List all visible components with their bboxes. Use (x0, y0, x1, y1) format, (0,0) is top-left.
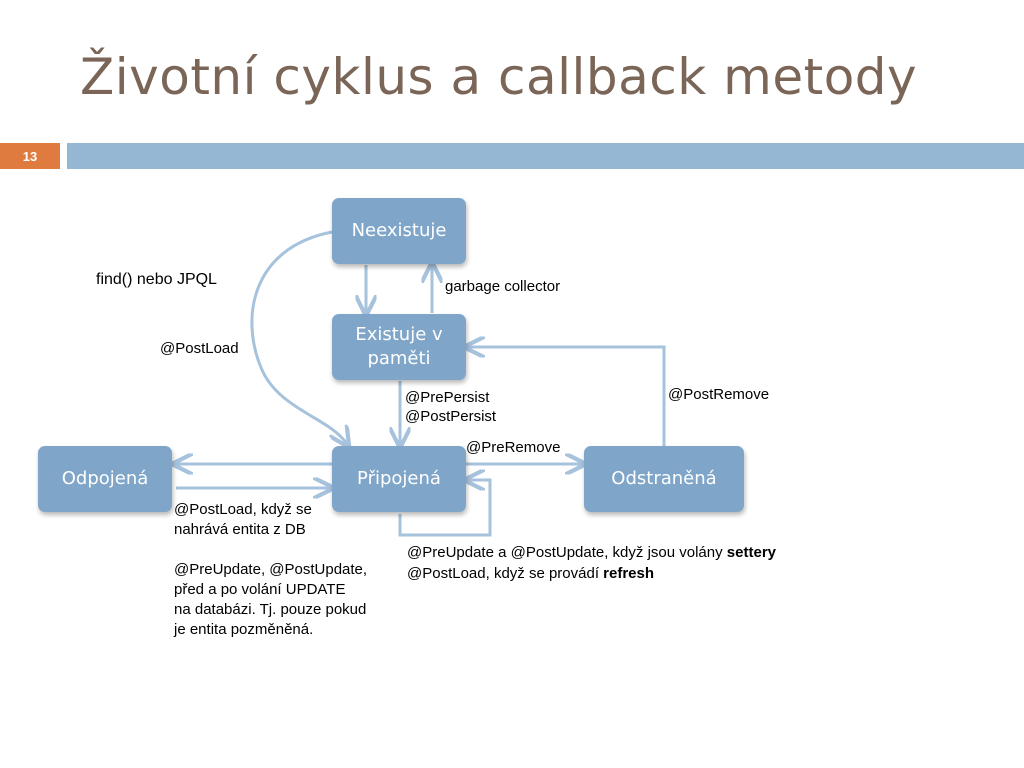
slide-number: 13 (0, 143, 60, 169)
label-postpersist: @PostPersist (405, 408, 497, 425)
node-neexistuje: Neexistuje (332, 198, 466, 264)
note-bottom-line2: @PostLoad, když se provádí refresh (407, 565, 655, 582)
node-odstranena: Odstraněná (584, 446, 744, 512)
arrow-odstranena-to-existuje (468, 347, 666, 446)
node-odpojena: Odpojená (38, 446, 172, 512)
note-bottom-line1: @PreUpdate a @PostUpdate, když jsou volá… (407, 544, 776, 561)
label-postload: @PostLoad (160, 340, 239, 357)
node-existuje-v-pameti: Existuje v paměti (332, 314, 466, 380)
header-bar (67, 143, 1024, 169)
label-preremove: @PreRemove (466, 439, 561, 456)
label-find-jpql: find() nebo JPQL (96, 271, 217, 288)
note-left: @PostLoad, když se nahrává entita z DB @… (174, 501, 368, 638)
arrow-pripojena-self-loop (398, 480, 492, 537)
label-prepersist: @PrePersist (405, 389, 490, 406)
label-garbage-collector: garbage collector (445, 278, 561, 295)
arrow-find-curve (250, 230, 347, 444)
slide-title: Životní cyklus a callback metody (80, 48, 918, 106)
label-postremove: @PostRemove (668, 386, 770, 403)
node-pripojena: Připojená (332, 446, 466, 512)
